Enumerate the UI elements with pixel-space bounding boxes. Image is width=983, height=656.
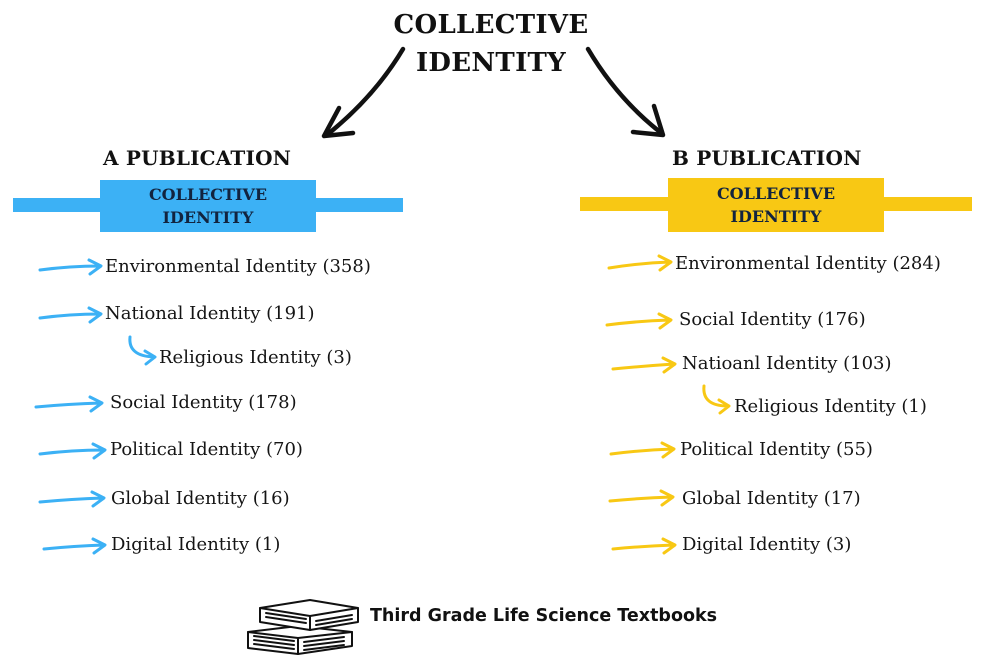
a-category-line2: IDENTITY — [162, 208, 254, 227]
arrow-b-social — [605, 312, 673, 330]
a-item-environmental: Environmental Identity (358) — [105, 256, 371, 277]
arrow-a-political — [38, 442, 107, 460]
b-item-political: Political Identity (55) — [680, 439, 873, 460]
a-item-religious: Religious Identity (3) — [159, 347, 352, 368]
arrow-to-a-publication — [325, 46, 406, 137]
books-icon — [247, 599, 359, 655]
b-item-social: Social Identity (176) — [679, 309, 866, 330]
arrow-b-environmental — [607, 254, 673, 272]
arrow-a-environmental — [38, 258, 103, 276]
main-title: COLLECTIVE IDENTITY — [341, 6, 641, 82]
arrow-to-b-publication — [585, 46, 663, 135]
b-category-line1: COLLECTIVE — [716, 184, 836, 203]
arrow-a-global — [38, 490, 106, 508]
arrow-b-global — [608, 489, 675, 507]
a-item-digital: Digital Identity (1) — [111, 534, 281, 555]
b-item-environmental: Environmental Identity (284) — [675, 253, 941, 274]
a-item-social: Social Identity (178) — [110, 392, 297, 413]
footer-caption: Third Grade Life Science Textbooks — [370, 606, 718, 626]
b-item-religious: Religious Identity (1) — [734, 396, 927, 417]
arrow-b-national — [611, 356, 677, 374]
b-category-box: COLLECTIVE IDENTITY — [668, 178, 884, 232]
main-title-line2: IDENTITY — [415, 48, 567, 78]
a-item-political: Political Identity (70) — [110, 439, 303, 460]
b-publication-title: B PUBLICATION — [672, 146, 862, 170]
b-item-global: Global Identity (17) — [682, 488, 861, 509]
main-title-line1: COLLECTIVE — [393, 10, 589, 40]
arrow-a-national — [38, 306, 103, 324]
b-item-digital: Digital Identity (3) — [682, 534, 852, 555]
a-category-line1: COLLECTIVE — [148, 185, 268, 204]
a-item-national: National Identity (191) — [105, 303, 315, 324]
arrow-b-political — [609, 441, 676, 459]
arrow-to-b-publication-head — [630, 103, 666, 138]
a-category-box: COLLECTIVE IDENTITY — [100, 180, 316, 232]
b-category-line2: IDENTITY — [730, 207, 822, 226]
arrow-b-religious — [702, 384, 731, 415]
a-publication-title: A PUBLICATION — [103, 146, 292, 170]
arrow-a-social — [34, 395, 104, 413]
arrow-a-digital — [42, 537, 107, 555]
arrow-b-digital — [611, 537, 677, 555]
arrow-to-a-publication-head — [321, 105, 356, 139]
arrow-a-religious — [128, 335, 157, 366]
a-item-global: Global Identity (16) — [111, 488, 290, 509]
b-item-national: Natioanl Identity (103) — [682, 353, 892, 374]
